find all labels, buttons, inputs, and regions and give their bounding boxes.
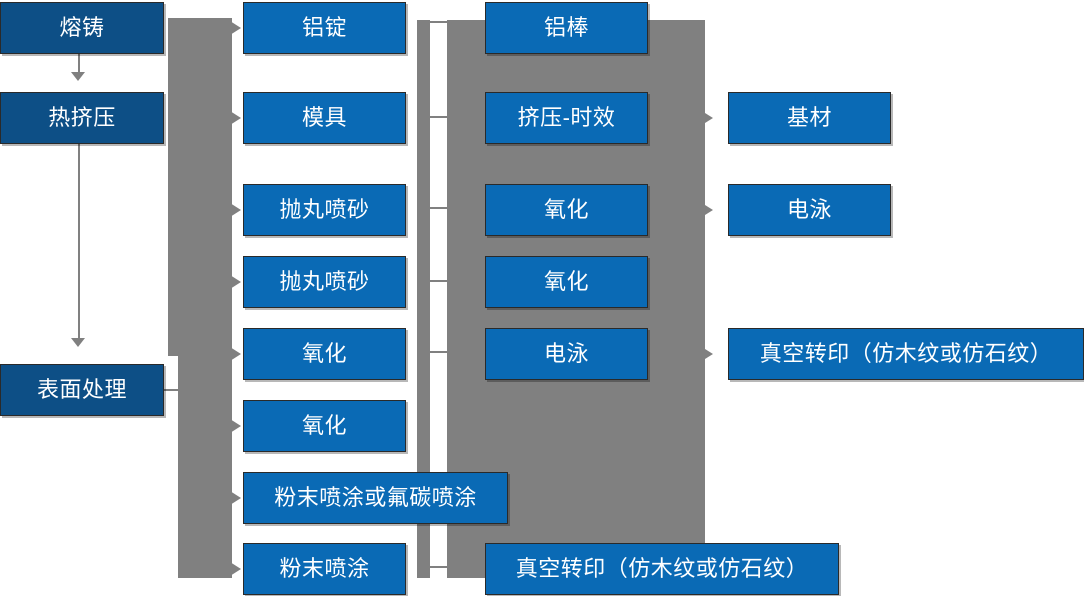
process-box-oxidation-4[interactable]: 氧化 <box>485 256 648 308</box>
process-box-vacuum-transfer-2[interactable]: 真空转印（仿木纹或仿石纹） <box>728 328 1084 380</box>
arrow-to-oxidation-1 <box>230 347 241 361</box>
arrow-to-shot-blasting-1 <box>230 203 241 217</box>
process-box-shot-blasting-2[interactable]: 抛丸喷砂 <box>243 256 406 308</box>
arrow-to-base-material <box>705 113 713 123</box>
process-box-vacuum-transfer-1[interactable]: 真空转印（仿木纹或仿石纹） <box>485 543 839 595</box>
process-box-extrusion-aging[interactable]: 挤压-时效 <box>485 92 648 144</box>
process-box-mold[interactable]: 模具 <box>243 92 406 144</box>
process-box-powder-or-fluorocarbon[interactable]: 粉末喷涂或氟碳喷涂 <box>243 472 508 524</box>
process-box-aluminum-bar[interactable]: 铝棒 <box>485 2 648 54</box>
connector-trunk-left-notch2 <box>168 356 178 578</box>
connector-extrusion-to-surface-arrow <box>71 338 85 347</box>
process-box-electrophoresis-2[interactable]: 电泳 <box>728 184 891 236</box>
arrow-to-oxidation-2 <box>230 419 241 433</box>
arrow-to-mold <box>230 111 241 125</box>
connector-rail-mid <box>417 20 430 578</box>
process-box-shot-blasting-1[interactable]: 抛丸喷砂 <box>243 184 406 236</box>
stage-box-melt-cast[interactable]: 熔铸 <box>0 2 164 54</box>
connector-tick-4 <box>428 280 448 282</box>
connector-tick-2 <box>428 116 448 118</box>
arrow-to-shot-blasting-2 <box>230 275 241 289</box>
process-box-oxidation-2[interactable]: 氧化 <box>243 400 406 452</box>
process-box-oxidation-3[interactable]: 氧化 <box>485 184 648 236</box>
process-box-electrophoresis-1[interactable]: 电泳 <box>485 328 648 380</box>
process-box-powder-coating[interactable]: 粉末喷涂 <box>243 543 406 595</box>
process-box-base-material[interactable]: 基材 <box>728 92 891 144</box>
stage-box-surface-treatment[interactable]: 表面处理 <box>0 364 164 416</box>
process-box-oxidation-1[interactable]: 氧化 <box>243 328 406 380</box>
connector-surface-stub <box>164 389 184 391</box>
arrow-to-powder-coating <box>230 562 241 576</box>
connector-extrusion-to-surface-line <box>78 144 80 342</box>
connector-trunk-left-lower <box>178 356 232 578</box>
arrow-to-powder-or-fluorocarbon <box>230 491 241 505</box>
connector-melt-to-extrusion-arrow <box>71 72 85 81</box>
connector-tick-3 <box>428 207 448 209</box>
process-box-aluminum-ingot[interactable]: 铝锭 <box>243 2 406 54</box>
arrow-to-electrophoresis-2 <box>705 205 713 215</box>
connector-tick-6 <box>428 566 448 568</box>
connector-tick-5 <box>428 351 448 353</box>
connector-melt-to-extrusion-line <box>78 54 80 76</box>
arrow-to-vacuum-transfer-2 <box>705 349 713 359</box>
arrow-to-aluminum-ingot <box>230 21 241 35</box>
connector-tick-1 <box>428 21 448 23</box>
stage-box-hot-extrusion[interactable]: 热挤压 <box>0 92 164 144</box>
